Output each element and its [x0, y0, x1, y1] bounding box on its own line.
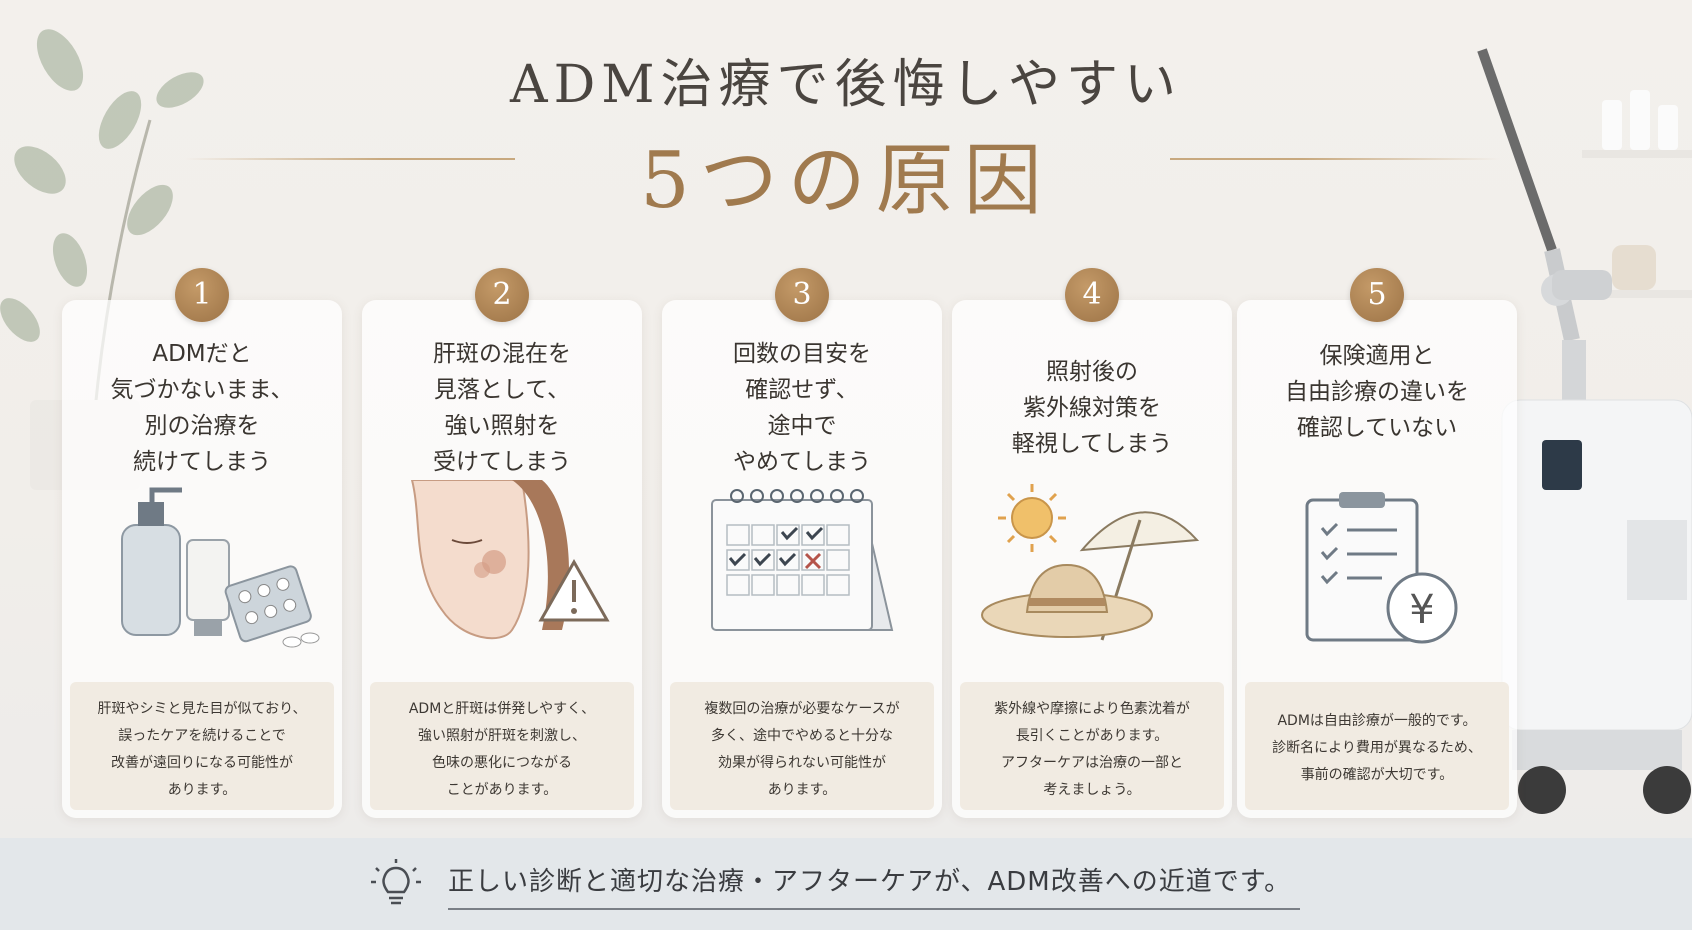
card-description-line: アフターケアは治療の一部と	[1001, 755, 1183, 771]
card-title: ADMだと 気づかないまま、 別の治療を 続けてしまう	[62, 336, 342, 480]
card-description: 複数回の治療が必要なケースが 多く、途中でやめると十分な 効果が得られない可能性…	[670, 682, 934, 810]
card-description-line: あります。	[767, 782, 837, 798]
card-description-line: 改善が遠回りになる可能性が	[111, 755, 293, 771]
card-title-line: ADMだと	[152, 341, 252, 367]
cause-card-1: 1 ADMだと 気づかないまま、 別の治療を 続けてしまう	[62, 268, 342, 818]
card-description-line: 多く、途中でやめると十分な	[711, 728, 893, 744]
card-description-line: 診断名により費用が異なるため、	[1272, 740, 1482, 756]
number-badge: 2	[475, 268, 529, 322]
lightbulb-icon	[371, 859, 421, 905]
card-title: 肝斑の混在を 見落として、 強い照射を 受けてしまう	[362, 336, 642, 480]
card-title-line: 紫外線対策を	[1023, 395, 1161, 421]
card-title-line: 確認せず、	[745, 377, 859, 403]
cause-card-2: 2 肝斑の混在を 見落として、 強い照射を 受けてしまう ADMと肝斑は併発しや…	[362, 268, 642, 818]
card-title: 照射後の 紫外線対策を 軽視してしまう	[952, 354, 1232, 462]
skincare-products-and-pills-icon	[121, 487, 320, 648]
title-divider-right	[1170, 158, 1500, 160]
cause-card-4: 4 照射後の 紫外線対策を 軽視してしまう 紫外線や摩擦により色素沈着が 長引く…	[952, 268, 1232, 818]
card-title-line: 受けてしまう	[433, 449, 571, 475]
card-description: ADMは自由診療が一般的です。 診断名により費用が異なるため、 事前の確認が大切…	[1245, 682, 1509, 810]
card-description: ADMと肝斑は併発しやすく、 強い照射が肝斑を刺激し、 色味の悪化につながる こ…	[370, 682, 634, 810]
card-description-line: 長引くことがあります。	[1015, 728, 1169, 744]
card-description-line: 強い照射が肝斑を刺激し、	[418, 728, 586, 744]
footer-text: 正しい診断と適切な治療・アフターケアが、ADM改善への近道です。	[448, 867, 1292, 897]
card-title-line: 別の治療を	[144, 413, 260, 439]
card-description-line: ADMと肝斑は併発しやすく、	[408, 701, 596, 717]
card-description-line: ことがあります。	[446, 782, 558, 798]
clipboard-yen-icon: ¥	[1305, 492, 1458, 644]
card-description-line: 事前の確認が大切です。	[1300, 767, 1454, 783]
card-title-line: 途中で	[767, 413, 837, 439]
card-description-line: 肝斑やシミと見た目が似ており、	[97, 701, 307, 717]
card-description-line: 考えましょう。	[1043, 782, 1141, 798]
card-description: 紫外線や摩擦により色素沈着が 長引くことがあります。 アフターケアは治療の一部と…	[960, 682, 1224, 810]
laser-machine-decoration-icon	[1477, 48, 1692, 814]
card-title-line: やめてしまう	[733, 449, 871, 475]
title-block: ADM治療で後悔しやすい 5つの原因	[0, 52, 1692, 236]
card-title-line: 強い照射を	[444, 413, 560, 439]
card-title-line: 保険適用と	[1319, 343, 1435, 369]
card-title-line: 自由診療の違いを	[1285, 379, 1469, 405]
number-badge: 3	[775, 268, 829, 322]
card-description-line: 紫外線や摩擦により色素沈着が	[994, 701, 1190, 717]
card-description-line: 複数回の治療が必要なケースが	[704, 701, 900, 717]
card-title-line: 確認していない	[1296, 415, 1458, 441]
page-title: ADM治療で後悔しやすい	[510, 55, 1182, 115]
card-description-line: 色味の悪化につながる	[432, 755, 572, 771]
calendar-with-checkmarks-icon	[711, 489, 894, 631]
footer-banner: 正しい診断と適切な治療・アフターケアが、ADM改善への近道です。	[0, 838, 1692, 930]
title-divider-left	[185, 158, 515, 160]
face-with-pigment-warning-icon	[410, 480, 610, 640]
yen-symbol: ¥	[1409, 587, 1434, 633]
card-title: 保険適用と 自由診療の違いを 確認していない	[1237, 338, 1517, 446]
number-badge: 5	[1350, 268, 1404, 322]
cause-card-3: 3 回数の目安を 確認せず、 途中で やめてしまう	[662, 268, 942, 818]
number-badge: 4	[1065, 268, 1119, 322]
footer-message: 正しい診断と適切な治療・アフターケアが、ADM改善への近道です。	[370, 858, 1300, 912]
sun-hat-umbrella-icon	[981, 484, 1200, 641]
card-description-line: あります。	[167, 782, 237, 798]
card-description-line: ADMは自由診療が一般的です。	[1277, 713, 1477, 729]
card-title-line: 肝斑の混在を	[433, 341, 571, 367]
card-title-line: 見落として、	[433, 377, 571, 403]
card-title-line: 照射後の	[1046, 359, 1138, 385]
card-title-line: 続けてしまう	[133, 449, 271, 475]
card-description-line: 効果が得られない可能性が	[718, 755, 886, 771]
card-description-line: 誤ったケアを続けることで	[118, 728, 286, 744]
number-badge: 1	[175, 268, 229, 322]
card-title: 回数の目安を 確認せず、 途中で やめてしまう	[662, 336, 942, 480]
card-title-line: 回数の目安を	[733, 341, 871, 367]
card-description: 肝斑やシミと見た目が似ており、 誤ったケアを続けることで 改善が遠回りになる可能…	[70, 682, 334, 810]
footer-underline	[448, 908, 1300, 910]
card-title-line: 軽視してしまう	[1011, 431, 1173, 457]
page-subtitle: 5つの原因	[640, 136, 1052, 226]
cause-card-5: 5 保険適用と 自由診療の違いを 確認していない ¥ ADMは自由診療が一般的で…	[1237, 268, 1517, 818]
cause-cards: 1 ADMだと 気づかないまま、 別の治療を 続けてしまう	[62, 268, 1517, 820]
card-title-line: 気づかないまま、	[110, 377, 294, 403]
